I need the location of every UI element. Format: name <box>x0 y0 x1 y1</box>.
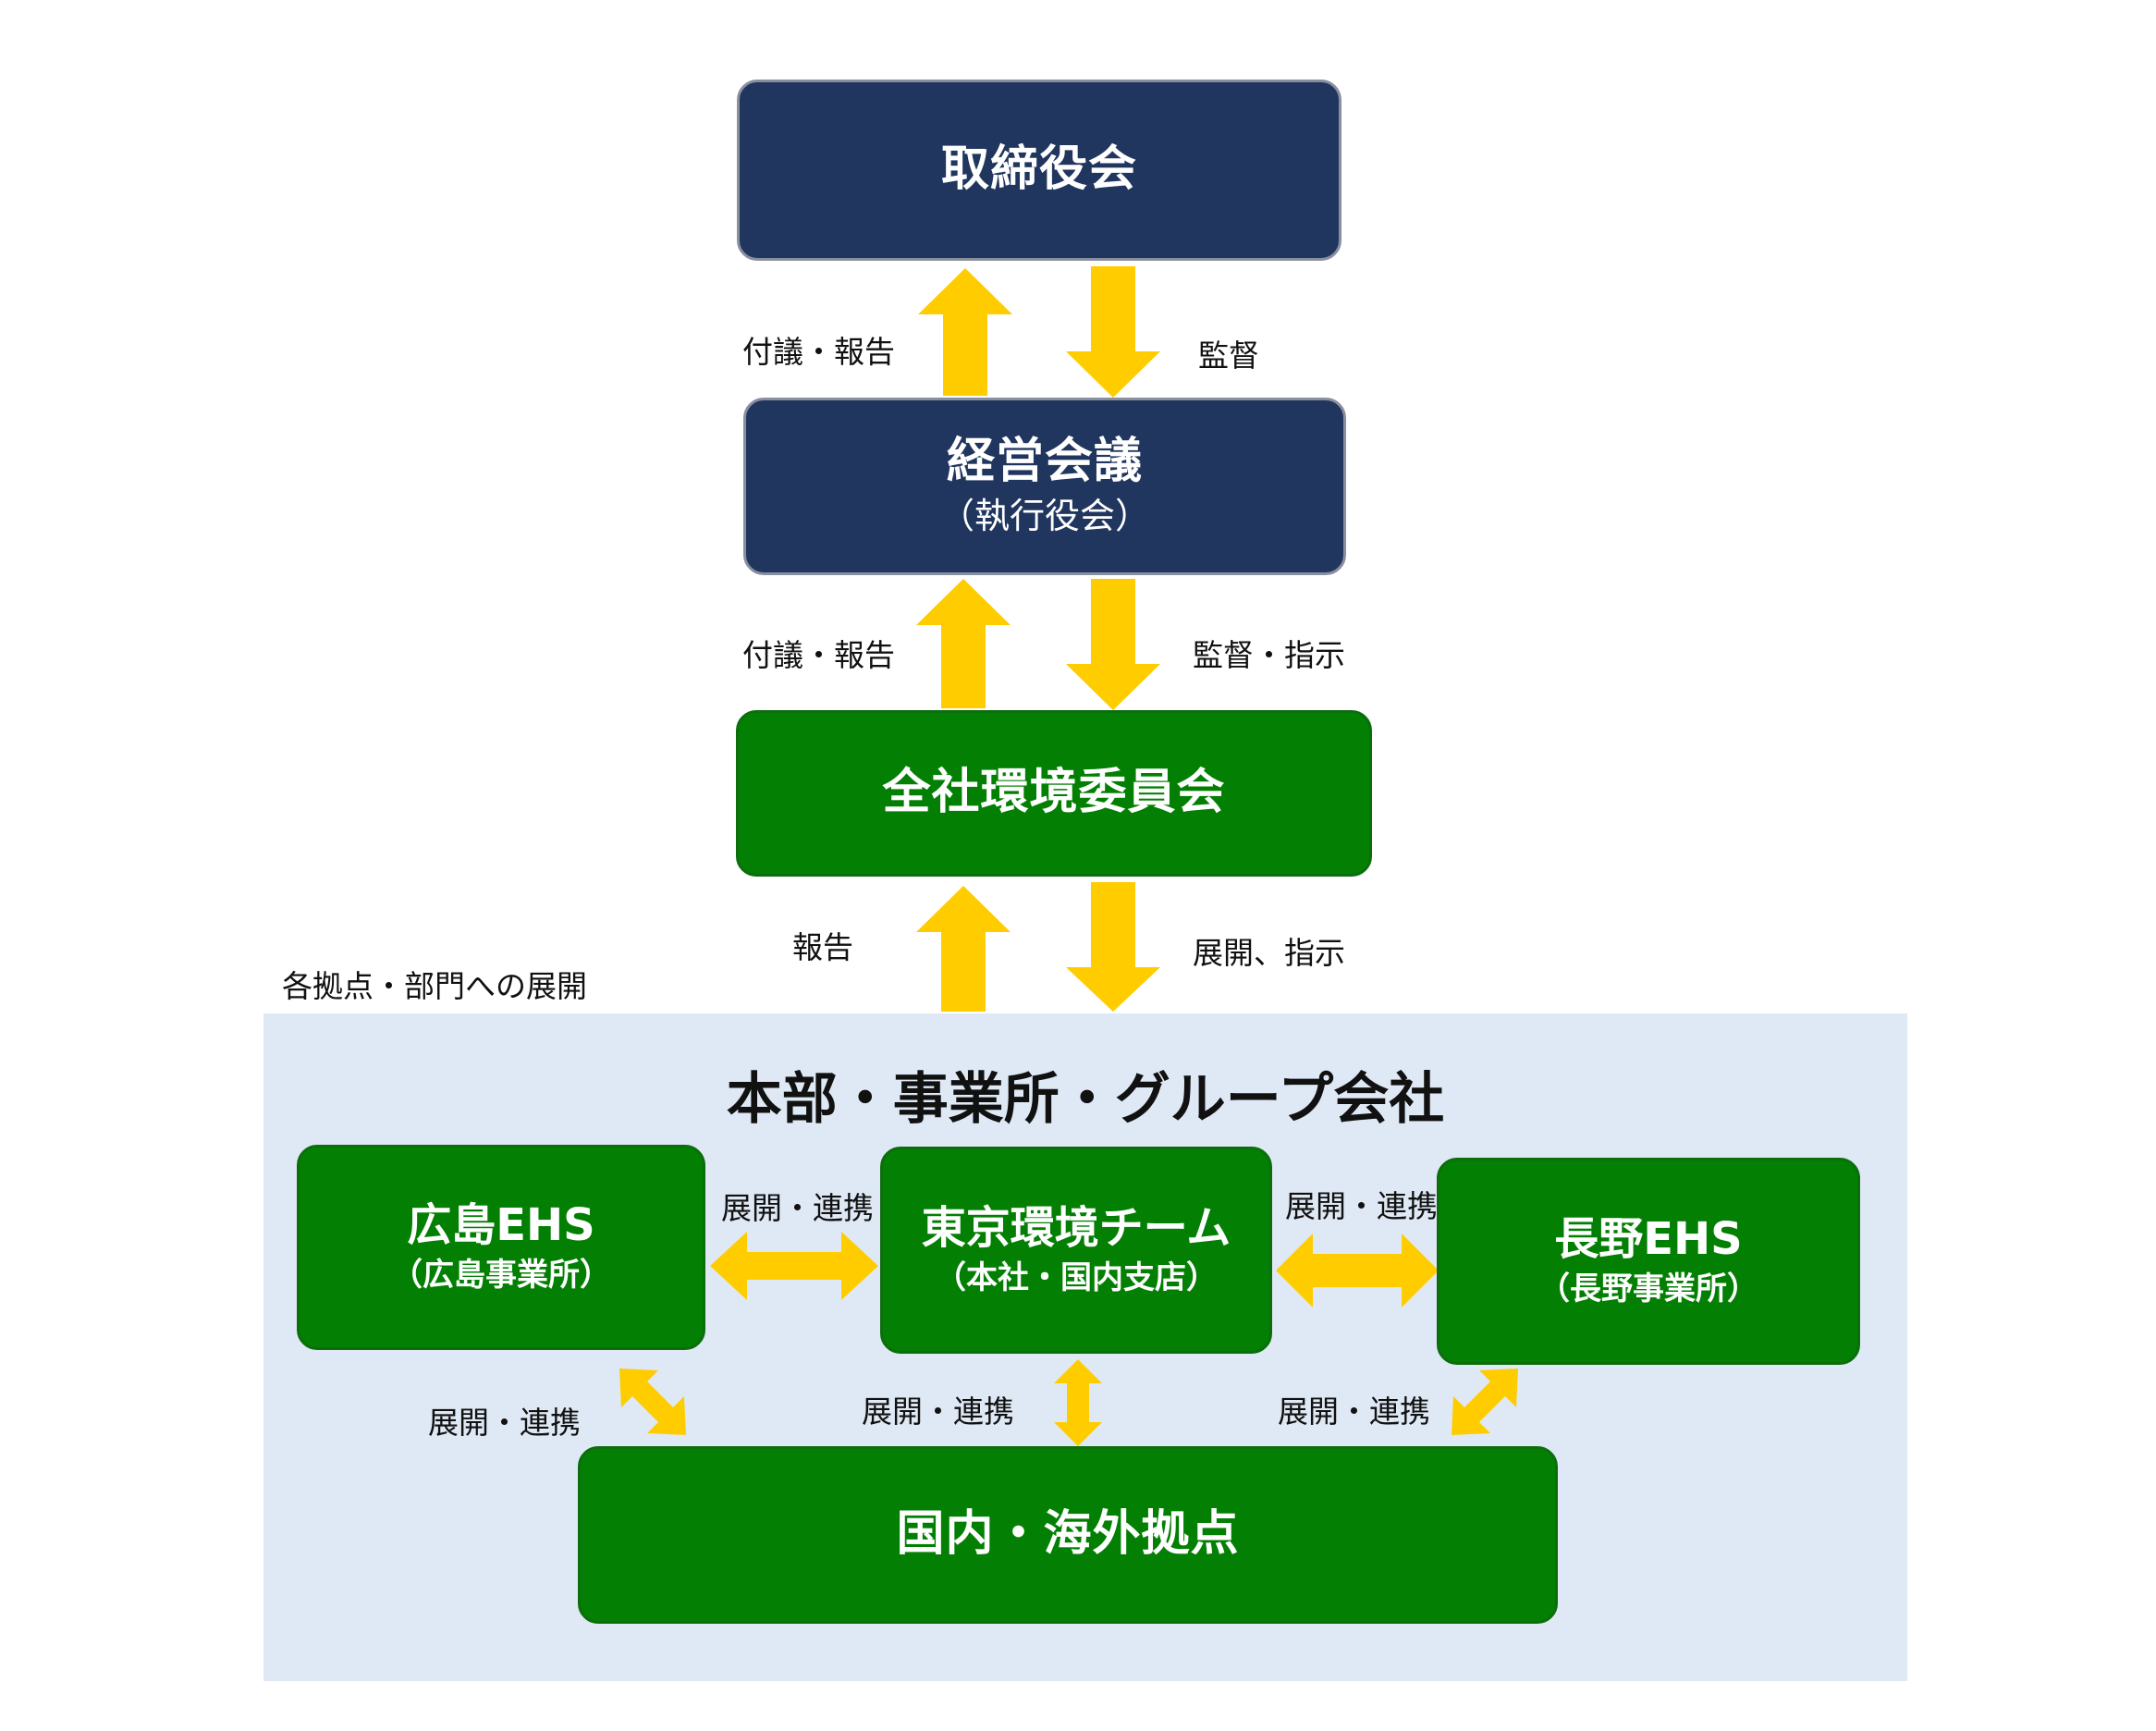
double-arrow-icon <box>710 1232 878 1300</box>
node-overseas-title: 国内・海外拠点 <box>896 1506 1240 1563</box>
double-arrow-icon <box>1276 1234 1439 1307</box>
node-env-committee-title: 全社環境委員会 <box>882 765 1226 821</box>
label-down-1: 監督 <box>1198 338 1259 374</box>
label-tokyo-nagano: 展開・連携 <box>1285 1188 1438 1224</box>
arrow-down-icon <box>1066 266 1160 398</box>
node-overseas: 国内・海外拠点 <box>578 1446 1558 1624</box>
label-up-2: 付議・報告 <box>742 637 895 673</box>
double-arrow-icon <box>619 1369 686 1435</box>
node-nagano-title: 長野EHS <box>1554 1213 1743 1265</box>
node-tokyo-subtitle: （本社・国内支店） <box>935 1259 1218 1297</box>
arrow-up-icon <box>916 886 1011 1012</box>
label-tokyo-overseas: 展開・連携 <box>862 1393 1014 1430</box>
node-hiroshima-title: 広島EHS <box>407 1199 595 1251</box>
region-caption: 各拠点・部門への展開 <box>282 968 587 1004</box>
label-hiroshima-overseas: 展開・連携 <box>428 1405 581 1441</box>
region-title: 本部・事業所・グループ会社 <box>726 1067 1445 1132</box>
node-hiroshima: 広島EHS （広島事業所） <box>297 1145 705 1350</box>
label-nagano-overseas: 展開・連携 <box>1278 1393 1430 1430</box>
node-tokyo-title: 東京環境チーム <box>921 1202 1231 1254</box>
label-down-2: 監督・指示 <box>1193 637 1345 673</box>
node-tokyo: 東京環境チーム （本社・国内支店） <box>880 1147 1272 1354</box>
node-board-title: 取締役会 <box>940 141 1137 198</box>
node-management-meeting: 経営会議 （執行役会） <box>743 398 1346 575</box>
node-nagano-subtitle: （長野事業所） <box>1538 1271 1758 1308</box>
node-env-committee: 全社環境委員会 <box>736 710 1372 877</box>
label-up-3: 報告 <box>792 929 853 965</box>
double-arrow-icon <box>1054 1359 1102 1446</box>
label-down-3: 展開、指示 <box>1193 935 1345 971</box>
node-management-meeting-title: 経営会議 <box>946 434 1143 490</box>
node-hiroshima-subtitle: （広島事業所） <box>391 1257 611 1295</box>
arrow-down-icon <box>1066 579 1160 710</box>
arrow-up-icon <box>918 268 1012 396</box>
node-board: 取締役会 <box>737 80 1341 261</box>
label-hiroshima-tokyo: 展開・連携 <box>721 1190 874 1226</box>
node-management-meeting-subtitle: （執行役会） <box>938 496 1150 537</box>
arrow-up-icon <box>916 579 1011 708</box>
double-arrow-icon <box>1452 1369 1518 1435</box>
node-nagano: 長野EHS （長野事業所） <box>1437 1158 1860 1365</box>
arrow-down-icon <box>1066 882 1160 1012</box>
label-up-1: 付議・報告 <box>742 334 895 370</box>
